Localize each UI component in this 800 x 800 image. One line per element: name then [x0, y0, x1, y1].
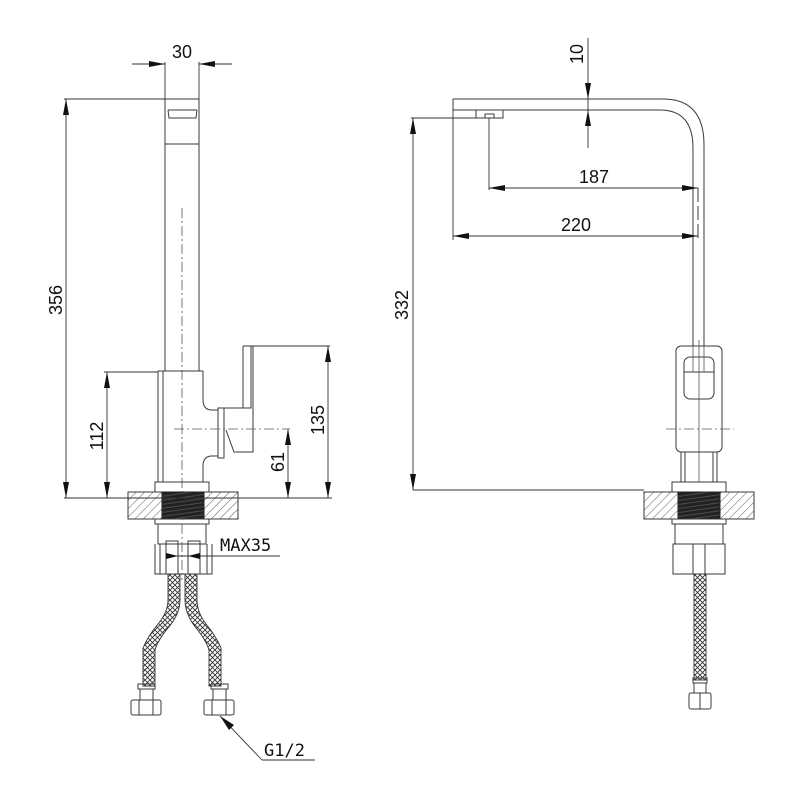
- side-mount: [643, 481, 755, 710]
- dim-label-30: 30: [172, 42, 192, 62]
- front-view: 30 356 112 135: [46, 42, 332, 761]
- dim-label-356: 356: [46, 285, 66, 315]
- dim-spout-thickness: 10: [567, 38, 591, 148]
- side-view: 10 187 220 332: [392, 38, 755, 710]
- dim-hose-thread: G1/2: [219, 715, 315, 761]
- dim-aerator-reach: 187: [488, 118, 699, 240]
- dim-max-thickness: MAX35: [166, 536, 280, 559]
- dim-aerator-height: 332: [392, 117, 644, 491]
- dim-label-max35: MAX35: [220, 536, 271, 556]
- dim-body-height: 112: [87, 371, 158, 498]
- side-body: [666, 340, 734, 483]
- dim-total-height: 356: [46, 98, 165, 498]
- dim-label-220: 220: [561, 215, 591, 235]
- front-mount: [127, 481, 239, 580]
- front-body: [157, 345, 290, 482]
- front-hoses: [130, 573, 235, 716]
- dim-label-332: 332: [392, 290, 412, 320]
- dim-label-187: 187: [579, 167, 609, 187]
- dim-label-g12: G1/2: [264, 741, 305, 761]
- side-spout: [452, 98, 705, 346]
- dim-label-112: 112: [87, 422, 107, 451]
- dim-label-135: 135: [308, 405, 328, 435]
- front-spout-column: [164, 98, 200, 520]
- dim-handle-axis: 61: [268, 429, 291, 498]
- dim-spout-width: 30: [132, 42, 232, 99]
- dim-label-61: 61: [268, 452, 288, 472]
- dim-label-10: 10: [567, 44, 587, 64]
- dim-handle-top: 135: [253, 345, 331, 498]
- dim-spout-reach: 220: [452, 110, 698, 240]
